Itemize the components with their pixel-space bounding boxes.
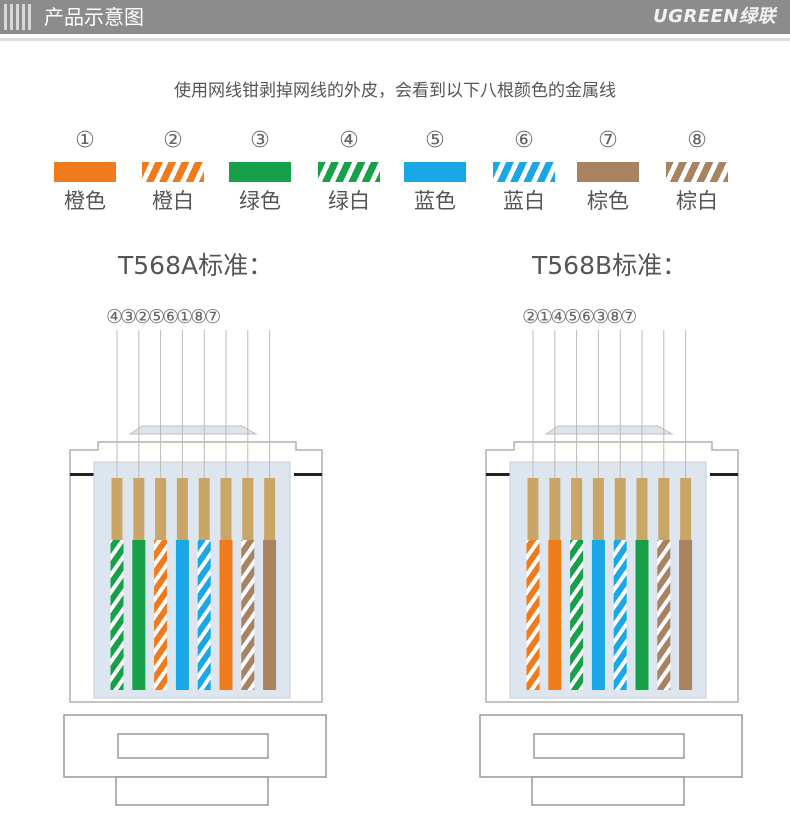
gold-contact-pin: [176, 478, 188, 540]
wire-橙白: [154, 540, 168, 690]
wire-swatch: [54, 162, 116, 182]
gold-contact-pin: [242, 478, 254, 540]
t568a-sequence: ④③②⑤⑥①⑧⑦: [106, 306, 221, 328]
wire-number: ①: [75, 128, 95, 153]
gold-contact-pin: [592, 478, 604, 540]
wire-棕白: [241, 540, 255, 690]
wire-number: ②: [163, 128, 183, 153]
wire-label: 绿色: [239, 189, 281, 213]
gold-contact-pin: [133, 478, 145, 540]
wire-label: 绿白: [328, 189, 370, 213]
plug-boot-window: [533, 733, 685, 759]
gold-contact-pin: [636, 478, 648, 540]
wire-橙色: [548, 540, 562, 690]
gold-contact-pin: [198, 478, 210, 540]
wire-legend-item: ⑦ 棕色: [563, 126, 653, 214]
wire-绿色: [132, 540, 146, 690]
gold-contact-pin: [680, 478, 692, 540]
plug-latch-line-left: [486, 473, 514, 476]
wire-legend-item: ⑥ 蓝白: [479, 126, 569, 214]
page-title: 产品示意图: [44, 5, 144, 29]
wire-label: 蓝白: [503, 189, 545, 213]
wire-swatch: [142, 162, 204, 182]
wire-绿色: [635, 540, 649, 690]
wire-number: ⑦: [598, 128, 618, 153]
wire-swatch: [318, 162, 380, 182]
wire-蓝色: [175, 540, 189, 690]
instruction-text: 使用网线钳剥掉网线的外皮，会看到以下八根颜色的金属线: [174, 81, 616, 101]
brand-logo: UGREEN绿联: [653, 6, 776, 27]
gold-contact-pin: [527, 478, 539, 540]
wire-label: 棕白: [676, 189, 718, 213]
plug-latch-line-left: [70, 473, 98, 476]
plug-transparent-housing: [93, 461, 291, 699]
wire-绿白: [570, 540, 584, 690]
gold-contact-pin: [614, 478, 626, 540]
wire-label: 蓝色: [414, 189, 456, 213]
header-divider: [0, 38, 790, 41]
plug-latch-line-right: [294, 473, 322, 476]
gold-contact-pin: [658, 478, 670, 540]
wire-蓝白: [613, 540, 627, 690]
wire-swatch: [666, 162, 728, 182]
wire-label: 橙白: [152, 189, 194, 213]
gold-contact-pin: [155, 478, 167, 540]
wire-swatch: [229, 162, 291, 182]
wire-棕色: [263, 540, 277, 690]
gold-contact-pin: [220, 478, 232, 540]
wire-number: ⑧: [687, 128, 707, 153]
t568a-connector-diagram: [63, 330, 327, 806]
plug-boot-window: [117, 733, 269, 759]
wire-number: ③: [250, 128, 270, 153]
header-bar: 产品示意图 UGREEN绿联: [0, 0, 790, 34]
wire-swatch: [577, 162, 639, 182]
t568b-title: T568B标准：: [532, 251, 688, 280]
wire-color-legend: ① 橙色 ② 橙白 ③ 绿色 ④ 绿白 ⑤ 蓝色 ⑥ 蓝白 ⑦ 棕色 ⑧ 棕白: [40, 126, 760, 226]
wire-number: ④: [339, 128, 359, 153]
wire-legend-item: ④ 绿白: [304, 126, 394, 214]
wire-棕色: [679, 540, 693, 690]
header-stripes-decoration: [4, 4, 34, 30]
wire-number: ⑤: [425, 128, 445, 153]
wire-legend-item: ② 橙白: [128, 126, 218, 214]
t568b-connector-diagram: [479, 330, 743, 806]
gold-contact-pin: [549, 478, 561, 540]
wire-橙色: [219, 540, 233, 690]
wire-legend-item: ① 橙色: [40, 126, 130, 214]
gold-contact-pin: [264, 478, 276, 540]
t568a-title: T568A标准：: [118, 251, 274, 280]
gold-contact-pin: [111, 478, 123, 540]
plug-cable-end: [115, 776, 269, 806]
wire-swatch: [493, 162, 555, 182]
wire-棕白: [657, 540, 671, 690]
plug-cable-end: [531, 776, 685, 806]
wire-橙白: [526, 540, 540, 690]
plug-top-ridge: [128, 425, 258, 435]
plug-latch-line-right: [710, 473, 738, 476]
t568b-sequence: ②①④⑤⑥③⑧⑦: [522, 306, 637, 328]
wire-swatch: [404, 162, 466, 182]
wire-蓝色: [591, 540, 605, 690]
wire-legend-item: ⑧ 棕白: [652, 126, 742, 214]
wire-label: 棕色: [587, 189, 629, 213]
gold-contact-pin: [571, 478, 583, 540]
wire-legend-item: ③ 绿色: [215, 126, 305, 214]
wire-绿白: [110, 540, 124, 690]
wire-蓝白: [197, 540, 211, 690]
plug-transparent-housing: [509, 461, 707, 699]
wire-number: ⑥: [514, 128, 534, 153]
plug-top-ridge: [544, 425, 674, 435]
wire-legend-item: ⑤ 蓝色: [390, 126, 480, 214]
wire-label: 橙色: [64, 189, 106, 213]
